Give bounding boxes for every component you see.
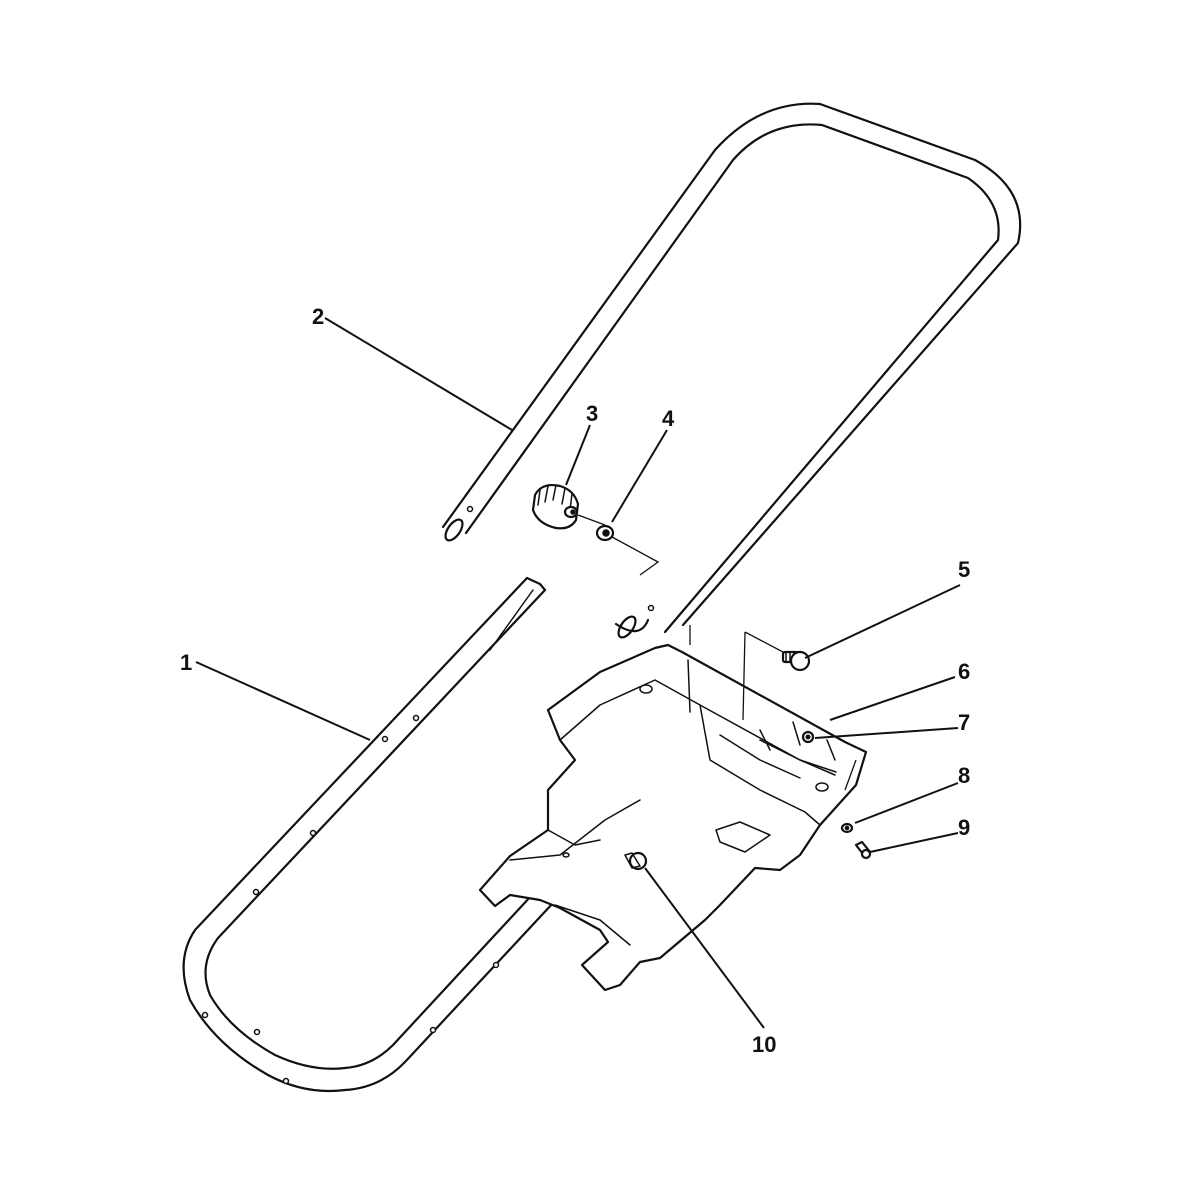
leader-7 <box>814 727 959 739</box>
leader-8 <box>854 782 959 824</box>
upper-handle-part-2 <box>441 102 1022 639</box>
leader-lines <box>195 317 961 1029</box>
bolt-part-5 <box>781 650 811 672</box>
callout-9: 9 <box>958 815 970 840</box>
callout-10: 10 <box>752 1032 776 1057</box>
nut-part-7 <box>801 730 815 744</box>
washer-part-8 <box>840 822 854 834</box>
leader-3 <box>565 424 591 486</box>
leader-9 <box>869 832 959 853</box>
leader-10 <box>644 867 765 1029</box>
callout-6: 6 <box>958 659 970 684</box>
spacer-part-10 <box>624 851 648 871</box>
callout-2: 2 <box>312 304 324 329</box>
screw-part-9 <box>854 840 872 860</box>
leader-4 <box>611 429 668 523</box>
washer-part-4 <box>595 524 615 542</box>
assembly-lines <box>577 514 857 791</box>
knob-part-3 <box>531 483 580 530</box>
callout-5: 5 <box>958 557 970 582</box>
callout-4: 4 <box>662 406 675 431</box>
callout-7: 7 <box>958 710 970 735</box>
base-plate-part-6 <box>478 643 868 992</box>
leader-1 <box>195 661 371 741</box>
leader-5 <box>804 584 961 659</box>
callout-labels: 1 2 3 4 5 6 7 8 9 10 <box>180 304 970 1057</box>
callout-8: 8 <box>958 763 970 788</box>
callout-3: 3 <box>586 401 598 426</box>
leader-6 <box>829 676 956 721</box>
leader-2 <box>324 317 513 431</box>
callout-1: 1 <box>180 650 192 675</box>
